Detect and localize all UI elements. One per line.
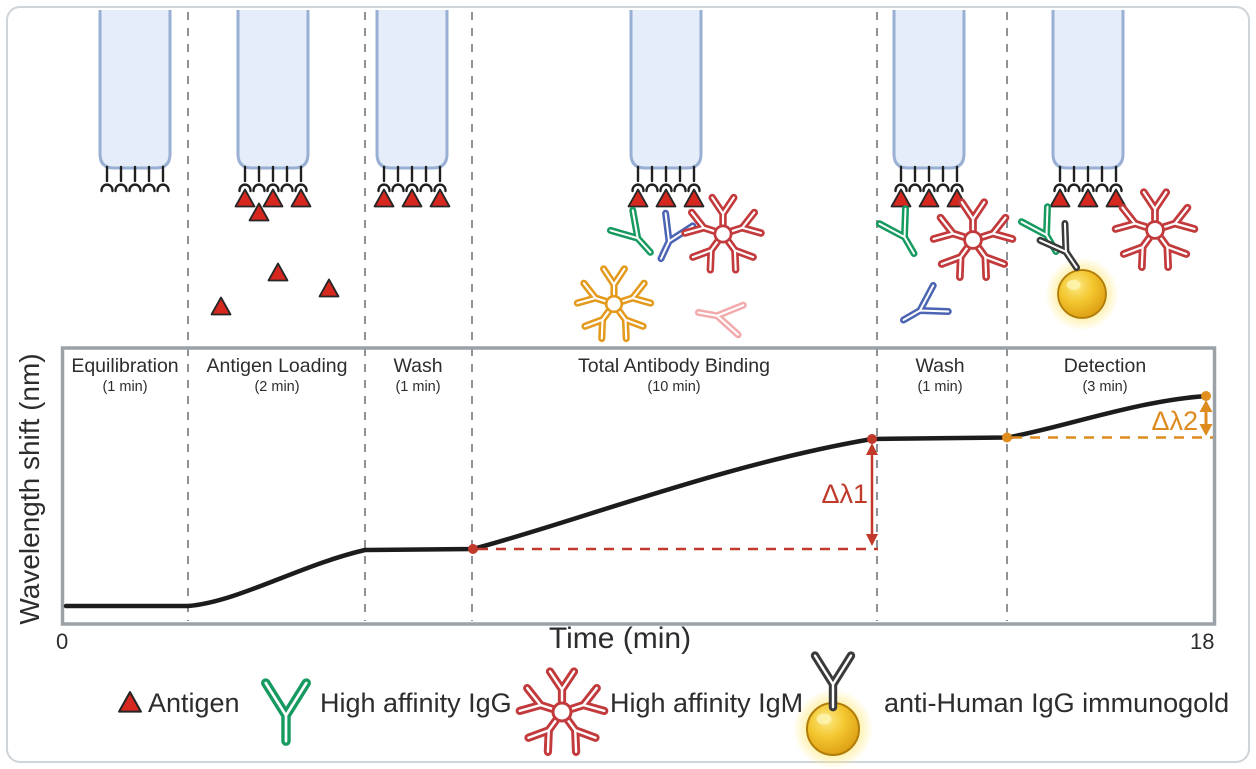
delta-lambda-2-label: Δλ2 — [1151, 406, 1198, 436]
biosensor-tip-binding — [631, 10, 701, 191]
chart-border — [60, 346, 1217, 626]
antigen-icon — [118, 691, 142, 713]
biosensor-tip-equilibration — [100, 10, 170, 191]
curve-marker-dot — [468, 544, 478, 554]
antigen-icon — [627, 188, 649, 208]
scene-detection — [1022, 188, 1195, 332]
phase-divider-lines — [187, 12, 1008, 621]
phase-label-binding: Total Antibody Binding — [578, 355, 770, 377]
igm-antibody-icon-orange — [577, 269, 650, 339]
gold-nanoparticle-icon — [1044, 256, 1120, 332]
biosensor-tip-detection — [1053, 10, 1123, 191]
antigen-icon — [234, 188, 256, 208]
antigen-icon — [918, 188, 940, 208]
antigen-icon — [890, 188, 912, 208]
scene-antigen-loading — [210, 188, 340, 316]
igg-antibody-icon-green — [610, 210, 661, 262]
scene-wash2 — [880, 188, 1013, 333]
legend-label-antigen: Antigen — [148, 688, 240, 718]
igg-antibody-icon-blue-free — [896, 286, 948, 333]
antigen-icon — [262, 188, 284, 208]
phase-duration-detection: (3 min) — [1082, 379, 1128, 395]
x-tick-end: 18 — [1190, 629, 1215, 654]
igg-antibody-icon-green — [880, 209, 927, 261]
antigen-icon — [373, 188, 395, 208]
phase-label-wash2: Wash — [915, 355, 965, 377]
y-axis-label: Wavelength shift (nm) — [14, 353, 45, 625]
arrow-up-icon — [866, 443, 878, 455]
antigen-icon-free — [210, 296, 232, 316]
delta-lambda-1-label: Δλ1 — [821, 479, 868, 509]
antigen-icon — [655, 188, 677, 208]
antigen-icon-free — [267, 262, 289, 282]
antigen-icon-free — [318, 278, 340, 298]
delta-lambda-1-annotation — [468, 434, 878, 554]
delta-lambda-2-annotation — [1002, 391, 1213, 443]
igm-antibody-icon-red — [934, 202, 1013, 277]
phase-label-antigen-loading: Antigen Loading — [206, 355, 348, 377]
biosensor-tip-wash1 — [377, 10, 447, 191]
x-axis-label: Time (min) — [548, 622, 692, 655]
igm-antibody-icon-red — [685, 198, 761, 270]
x-tick-start: 0 — [56, 629, 69, 654]
arrow-down-icon — [866, 534, 878, 546]
curve-marker-dot — [867, 434, 877, 444]
phase-label-wash1: Wash — [393, 355, 443, 377]
biosensor-tip-antigen-loading — [238, 10, 308, 191]
antigen-icon — [401, 188, 423, 208]
antigen-icon — [683, 188, 705, 208]
phase-label-detection: Detection — [1063, 355, 1147, 377]
phase-duration-wash1: (1 min) — [395, 379, 441, 395]
arrow-up-icon — [1199, 400, 1213, 412]
legend-label-igm: High affinity IgM — [610, 688, 804, 718]
curve-marker-dot — [1002, 432, 1012, 443]
antigen-icon — [1049, 188, 1071, 208]
scene-binding — [577, 188, 761, 339]
phase-duration-antigen-loading: (2 min) — [254, 379, 300, 395]
phase-duration-wash2: (1 min) — [917, 379, 963, 395]
phase-label-equilibration: Equilibration — [71, 355, 179, 377]
antigen-icon — [1077, 188, 1099, 208]
antigen-icon — [429, 188, 451, 208]
scene-wash1 — [373, 188, 451, 208]
antigen-icon — [290, 188, 312, 208]
curve-marker-dot — [1201, 391, 1211, 401]
legend-label-igg: High affinity IgG — [320, 688, 512, 718]
legend-label-immunogold: anti-Human IgG immunogold — [884, 688, 1230, 718]
arrow-down-icon — [1199, 424, 1213, 436]
igm-antibody-icon — [520, 672, 604, 752]
sensorgram-curve — [63, 393, 1209, 609]
igg-antibody-icon-pink — [696, 298, 744, 335]
phase-duration-binding: (10 min) — [647, 379, 701, 395]
biosensor-tip-wash2 — [894, 10, 964, 191]
igm-antibody-icon-red — [1116, 192, 1195, 267]
phase-duration-equilibration: (1 min) — [102, 379, 148, 395]
igg-antibody-icon — [266, 683, 307, 741]
igg-antibody-icon-blue — [647, 213, 692, 265]
